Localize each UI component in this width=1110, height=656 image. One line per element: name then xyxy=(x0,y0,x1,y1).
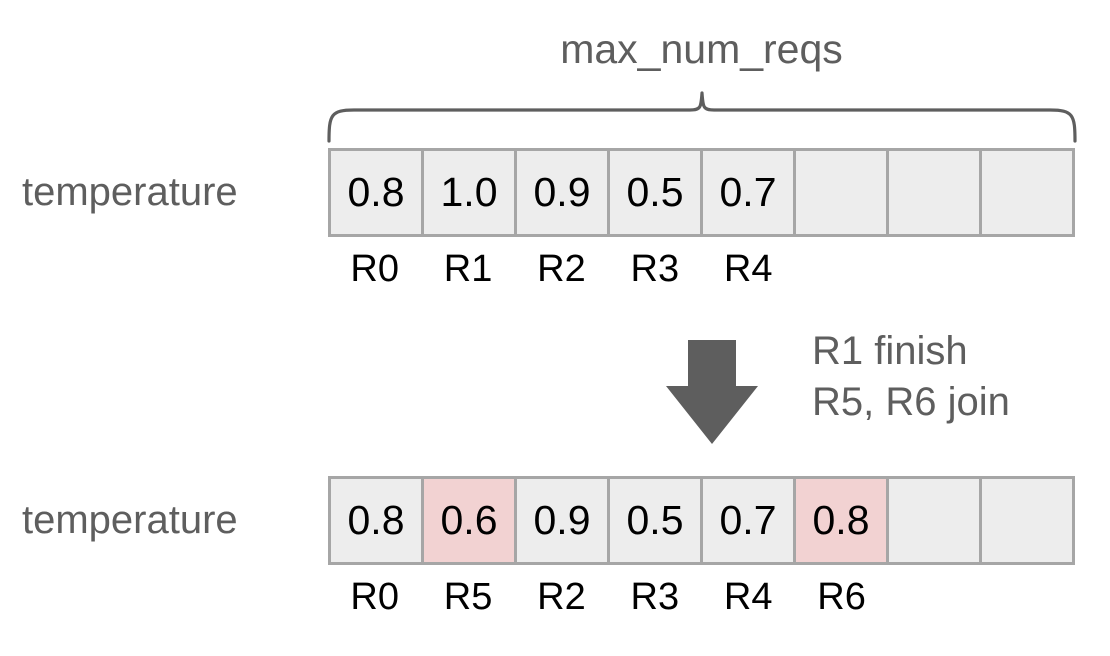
after-cell-3: 0.5 xyxy=(610,479,703,562)
after-cell-7 xyxy=(982,479,1072,562)
before-request-id-5 xyxy=(795,250,888,290)
before-request-ids: R0 R1 R2 R3 R4 xyxy=(328,248,1075,290)
transition-note: R1 finish R5, R6 join xyxy=(812,326,1010,428)
capacity-label: max_num_reqs xyxy=(560,26,843,72)
before-request-id-6 xyxy=(888,250,981,290)
after-cell-2: 0.9 xyxy=(517,479,610,562)
transition-note-line-0: R1 finish xyxy=(812,329,968,373)
down-arrow-icon xyxy=(666,340,758,444)
before-request-id-3: R3 xyxy=(630,248,680,290)
before-cell-2: 0.9 xyxy=(517,151,610,234)
after-request-id-3: R3 xyxy=(630,576,680,618)
after-request-id-7 xyxy=(982,578,1075,618)
before-cell-1: 1.0 xyxy=(424,151,517,234)
after-request-id-4: R4 xyxy=(723,576,773,618)
before-request-id-4: R4 xyxy=(723,248,773,290)
after-array-row: 0.8 0.6 0.9 0.5 0.7 0.8 xyxy=(328,476,1075,565)
transition-note-line-1: R5, R6 join xyxy=(812,380,1010,425)
after-request-id-5: R6 xyxy=(817,576,866,618)
after-cell-1: 0.6 xyxy=(424,479,517,562)
after-row-label: temperature xyxy=(22,498,238,542)
before-cell-4: 0.7 xyxy=(703,151,796,234)
after-request-ids: R0 R5 R2 R3 R4 R6 xyxy=(328,576,1075,618)
after-request-id-1: R5 xyxy=(443,576,493,618)
before-cell-0: 0.8 xyxy=(331,151,424,234)
capacity-brace-icon xyxy=(327,91,1077,143)
after-request-id-2: R2 xyxy=(537,576,586,618)
before-request-id-2: R2 xyxy=(537,248,586,290)
after-cell-4: 0.7 xyxy=(703,479,796,562)
before-cell-5 xyxy=(796,151,889,234)
before-request-id-7 xyxy=(982,250,1075,290)
after-request-id-6 xyxy=(888,578,981,618)
after-request-id-0: R0 xyxy=(350,576,399,618)
before-request-id-0: R0 xyxy=(350,248,399,290)
after-cell-6 xyxy=(889,479,982,562)
after-cell-5: 0.8 xyxy=(796,479,889,562)
after-cell-0: 0.8 xyxy=(331,479,424,562)
before-row-label: temperature xyxy=(22,170,238,214)
before-cell-3: 0.5 xyxy=(610,151,703,234)
before-cell-7 xyxy=(982,151,1072,234)
before-array-row: 0.8 1.0 0.9 0.5 0.7 xyxy=(328,148,1075,237)
before-cell-6 xyxy=(889,151,982,234)
before-request-id-1: R1 xyxy=(443,248,493,290)
